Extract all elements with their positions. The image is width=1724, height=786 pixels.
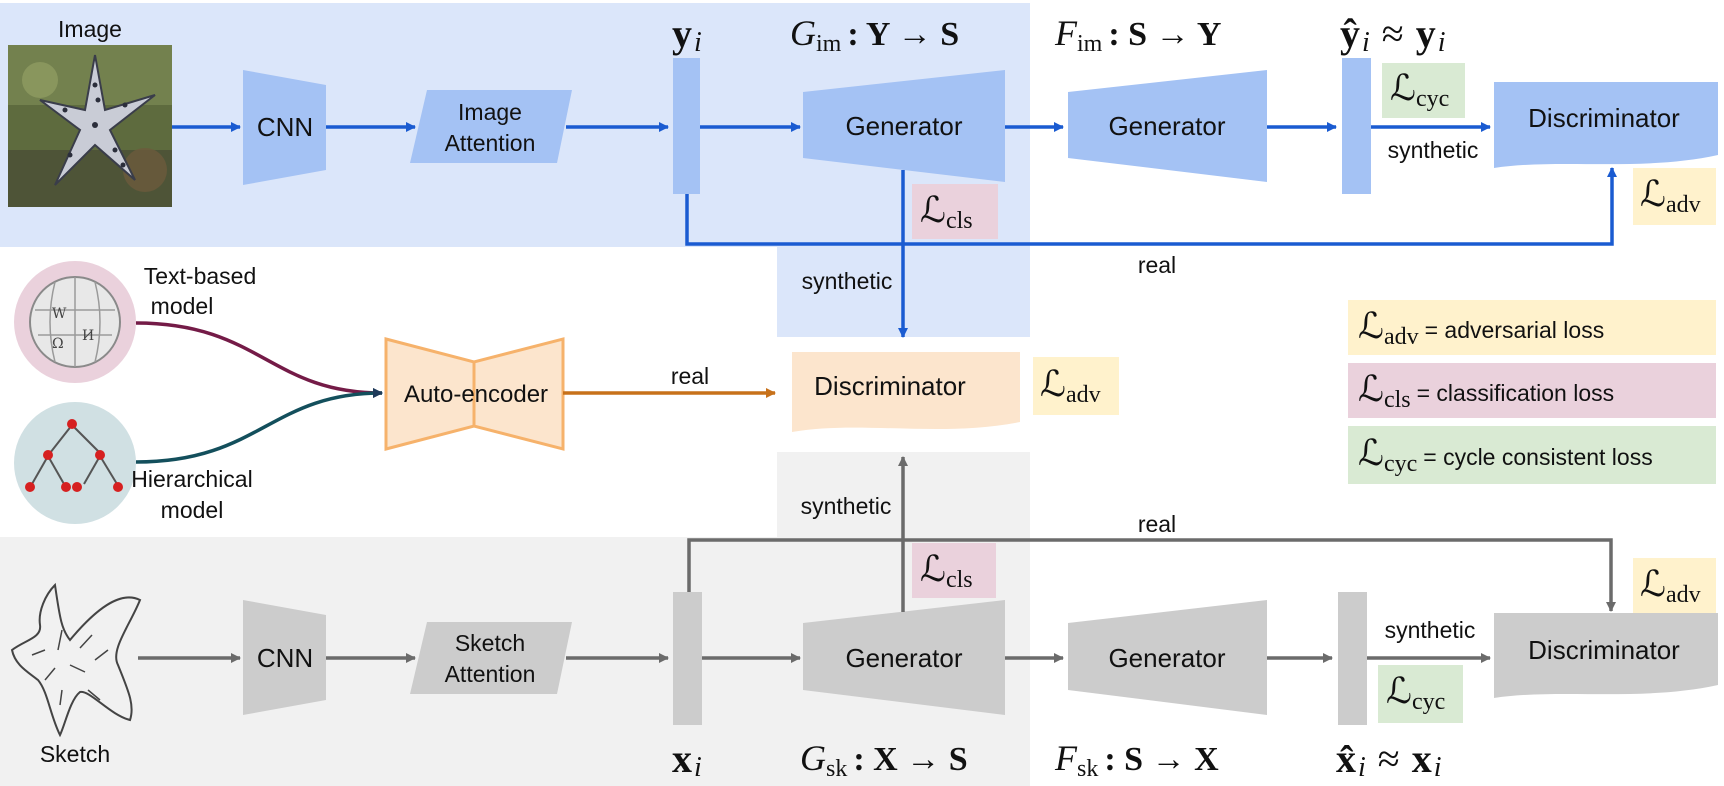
image-discriminator-label: Discriminator: [1528, 103, 1680, 133]
sketch-loss-cls: ℒcls: [920, 549, 973, 593]
image-cnn-block: [243, 70, 326, 185]
sketch-loss-adv-box: [1633, 558, 1716, 613]
sketch-generator-2: [1068, 600, 1267, 715]
hier-model-line1: Hierarchical: [131, 466, 252, 492]
image-cnn-label: CNN: [257, 112, 313, 142]
semantic-discriminator-label: Discriminator: [814, 371, 966, 401]
image-generator-2-label: Generator: [1108, 111, 1225, 141]
image-real-path: [685, 167, 1617, 246]
image-attention-block: [410, 90, 572, 163]
sketch-feature-symbol: xi: [672, 736, 702, 783]
sketch-attention-block: [410, 622, 572, 694]
sketch-real-label: real: [1138, 511, 1176, 537]
sketch-recon-formula: x̂i≈xi: [1336, 736, 1442, 783]
text-model-curve: [135, 321, 383, 398]
gen-f-im-mapping: Fim: S → Y: [1054, 13, 1221, 57]
image-real-label: real: [1138, 252, 1176, 278]
image-loss-cyc: ℒcyc: [1390, 68, 1449, 112]
image-discriminator: [1494, 82, 1718, 168]
image-recon-formula: ŷi≈yi: [1340, 11, 1446, 58]
sketch-loss-cyc-box: [1378, 665, 1463, 723]
semantic-synthetic-bottom-label: synthetic: [801, 493, 892, 519]
image-feature-bar: [673, 58, 700, 194]
semantic-discriminator: [792, 352, 1020, 432]
legend-cls-box: [1348, 363, 1716, 418]
sketch-feature-bar: [673, 592, 702, 725]
autoencoder-label: Auto-encoder: [404, 381, 548, 408]
legend-cyc-box: [1348, 426, 1716, 484]
hier-model-curve: [135, 388, 383, 464]
sketch-recon-bar: [1338, 592, 1367, 725]
image-loss-cls-box: [912, 184, 998, 239]
image-attention-line2: Attention: [445, 130, 536, 156]
gen-sk-mapping: Gsk: X → S: [800, 738, 968, 782]
image-recon-bar: [1342, 58, 1371, 194]
semantic-synthetic-top-label: synthetic: [802, 268, 893, 294]
sketch-loss-cyc: ℒcyc: [1386, 671, 1445, 715]
gen-im-mapping: Gim: Y → S: [790, 13, 959, 57]
sketch-synthetic-label: synthetic: [1385, 617, 1476, 643]
image-generator-2: [1068, 70, 1267, 182]
sketch-cnn-block: [243, 600, 326, 715]
sketch-cnn-label: CNN: [257, 643, 313, 673]
sketch-generator-2-label: Generator: [1108, 643, 1225, 673]
sketch-attention-line1: Sketch: [455, 630, 525, 656]
sketch-generator-1: [803, 600, 1005, 715]
sketch-loss-cls-box: [912, 543, 996, 598]
image-loss-cls: ℒcls: [920, 190, 973, 234]
image-attention-line1: Image: [458, 99, 522, 125]
image-generator-1: [803, 70, 1005, 182]
gen-f-sk-mapping: Fsk: S → X: [1054, 738, 1219, 782]
svg-text:И: И: [82, 328, 94, 344]
image-feature-symbol: yi: [672, 11, 702, 58]
sketch-discriminator-label: Discriminator: [1528, 635, 1680, 665]
semantic-real-label: real: [671, 363, 709, 389]
legend-adv-box: [1348, 300, 1716, 355]
legend-cyc: ℒcyc= cycle consistent loss: [1358, 433, 1653, 477]
legend-cls: ℒcls= classification loss: [1358, 369, 1614, 413]
sketch-input-label: Sketch: [40, 741, 110, 767]
starfish-photo-icon: [8, 45, 172, 207]
hierarchy-tree-icon: [14, 402, 136, 524]
image-loss-adv: ℒadv: [1640, 174, 1701, 218]
semantic-loss-adv-box: [1033, 357, 1119, 415]
semantic-loss-adv: ℒadv: [1040, 364, 1101, 408]
sketch-attention-line2: Attention: [445, 661, 536, 687]
legend-adv: ℒadv= adversarial loss: [1358, 306, 1604, 350]
text-model-line1: Text-based: [144, 263, 257, 289]
starfish-sketch-icon: [10, 582, 142, 738]
sketch-real-path: [687, 538, 1616, 612]
image-generator-1-label: Generator: [845, 111, 962, 141]
image-input-label: Image: [58, 16, 122, 42]
image-loss-adv-box: [1633, 168, 1716, 225]
image-synthetic-label: synthetic: [1388, 137, 1479, 163]
sketch-generator-1-label: Generator: [845, 643, 962, 673]
svg-text:W: W: [52, 306, 67, 322]
image-loss-cyc-box: [1382, 63, 1465, 118]
sketch-discriminator: [1494, 613, 1718, 698]
svg-text:Ω: Ω: [52, 336, 64, 352]
text-model-line2: model: [151, 293, 214, 319]
wikipedia-globe-icon: W И Ω: [14, 261, 136, 383]
sketch-loss-adv: ℒadv: [1640, 564, 1701, 608]
hier-model-line2: model: [161, 497, 224, 523]
